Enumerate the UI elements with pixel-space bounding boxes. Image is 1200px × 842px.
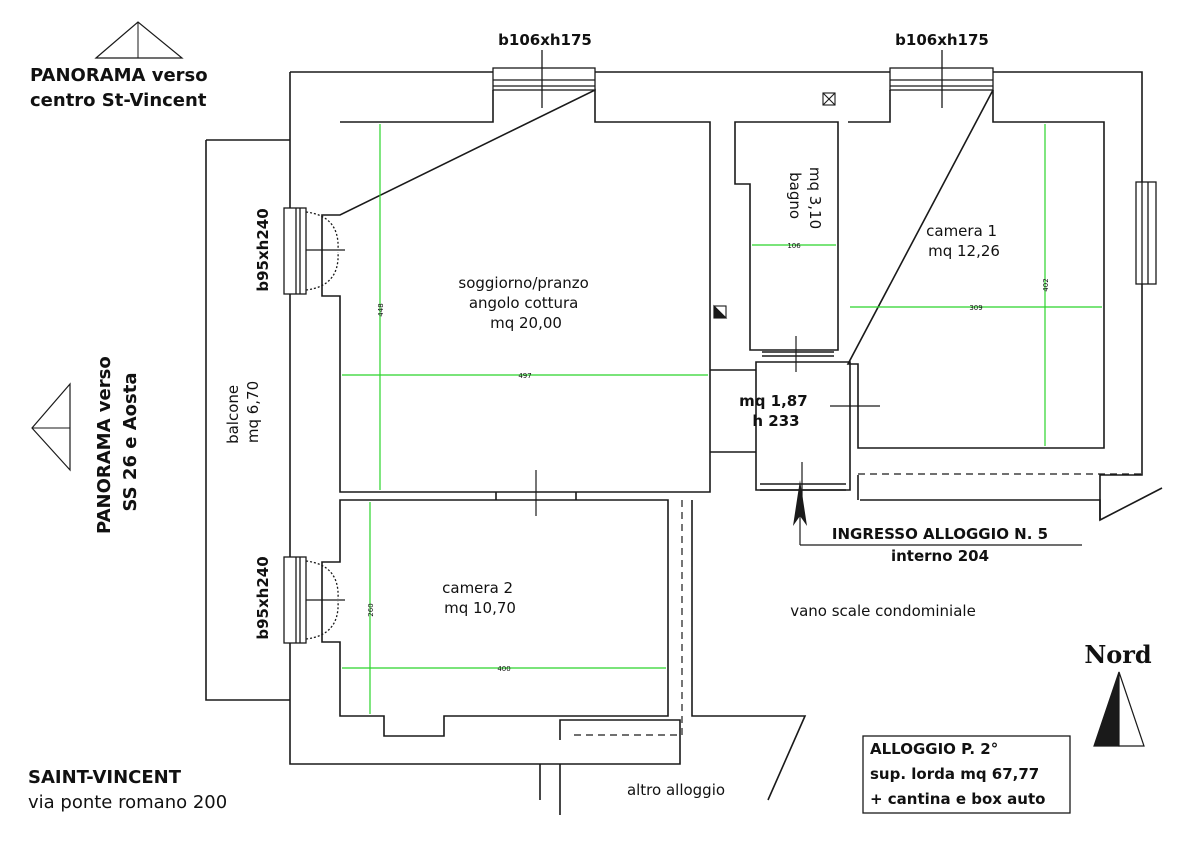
dashed-lines	[570, 473, 1142, 736]
dimension-labels: 497 448 106 309 402 400 260	[367, 242, 1050, 673]
entrance-arrow-icon	[793, 480, 807, 526]
wall-lines-misc	[495, 369, 846, 500]
hall-label: mq 1,87 h 233	[739, 392, 813, 430]
dim-living-width: 497	[518, 372, 531, 380]
entrance-line2: interno 204	[891, 547, 989, 565]
symbols	[713, 92, 836, 319]
panorama-west-text: PANORAMA verso SS 26 e Aosta	[94, 350, 141, 534]
window-label-west-top: b95xh240	[254, 208, 272, 291]
window-north-left	[492, 50, 596, 108]
balcony-outline	[205, 139, 290, 701]
entrance: INGRESSO ALLOGGIO N. 5 interno 204	[793, 480, 1082, 565]
hall-wall	[755, 351, 851, 491]
entrance-line1: INGRESSO ALLOGGIO N. 5	[832, 525, 1048, 543]
compass: Nord	[1084, 640, 1152, 747]
compass-label: Nord	[1084, 640, 1152, 669]
panorama-north-line1: PANORAMA verso	[30, 65, 208, 86]
dim-bed1-depth: 402	[1042, 278, 1050, 291]
window-west-top	[283, 207, 345, 295]
panorama-west: PANORAMA verso SS 26 e Aosta	[31, 350, 141, 534]
dim-bed2-depth: 260	[367, 603, 375, 616]
dim-bed1-width: 309	[969, 304, 982, 312]
window-label-north-right: b106xh175	[895, 31, 989, 49]
dim-bed2-width: 400	[497, 665, 510, 673]
address: SAINT-VINCENT via ponte romano 200	[28, 767, 227, 813]
windows	[283, 50, 1157, 644]
dashed-boundary-west	[570, 500, 683, 736]
dim-bath-width: 106	[787, 242, 801, 250]
dimension-lines	[342, 124, 1102, 714]
walls	[205, 71, 1163, 815]
panorama-north-line2: centro St-Vincent	[30, 90, 207, 111]
bedroom1-label: camera 1 mq 12,26	[926, 222, 1002, 260]
balcony-label: balcone mq 6,70	[224, 380, 262, 444]
other-apartment-label: altro alloggio	[627, 781, 725, 799]
summary-line2: sup. lorda mq 67,77	[870, 765, 1039, 783]
bathroom-label: bagno mq 3,10	[786, 167, 824, 229]
bedroom2-wall	[321, 499, 669, 737]
view-arrow-west-icon	[31, 382, 71, 472]
bathroom-wall	[734, 121, 839, 351]
dim-living-depth: 448	[377, 303, 385, 316]
bedroom1-wall	[846, 89, 1105, 449]
stairs-label: vano scale condominiale	[790, 602, 976, 620]
chimney-icon	[713, 304, 728, 319]
window-east	[1135, 181, 1157, 285]
bedroom2-label: camera 2 mq 10,70	[442, 579, 518, 617]
summary-line3: + cantina e box auto	[870, 790, 1045, 808]
window-west-bottom	[283, 556, 345, 644]
panorama-north: PANORAMA verso centro St-Vincent	[30, 21, 208, 111]
window-north-right	[889, 50, 994, 108]
summary-box: ALLOGGIO P. 2° sup. lorda mq 67,77 + can…	[862, 735, 1071, 814]
living-room-wall	[321, 88, 711, 493]
door-markers	[535, 336, 880, 516]
outer-wall	[289, 71, 1163, 815]
north-arrow-icon	[1093, 671, 1120, 747]
address-city: SAINT-VINCENT	[28, 767, 182, 788]
window-label-north-left: b106xh175	[498, 31, 592, 49]
view-arrow-north-icon	[94, 21, 184, 59]
address-street: via ponte romano 200	[28, 792, 227, 813]
living-room-label: soggiorno/pranzo angolo cottura mq 20,00	[458, 274, 593, 332]
summary-line1: ALLOGGIO P. 2°	[870, 740, 998, 758]
stair-walls	[691, 475, 1101, 801]
room-labels: soggiorno/pranzo angolo cottura mq 20,00…	[224, 167, 1002, 799]
window-labels: b106xh175 b106xh175 b95xh240 b95xh240	[254, 31, 989, 640]
window-label-west-bottom: b95xh240	[254, 556, 272, 639]
ventilation-icon	[822, 92, 836, 106]
